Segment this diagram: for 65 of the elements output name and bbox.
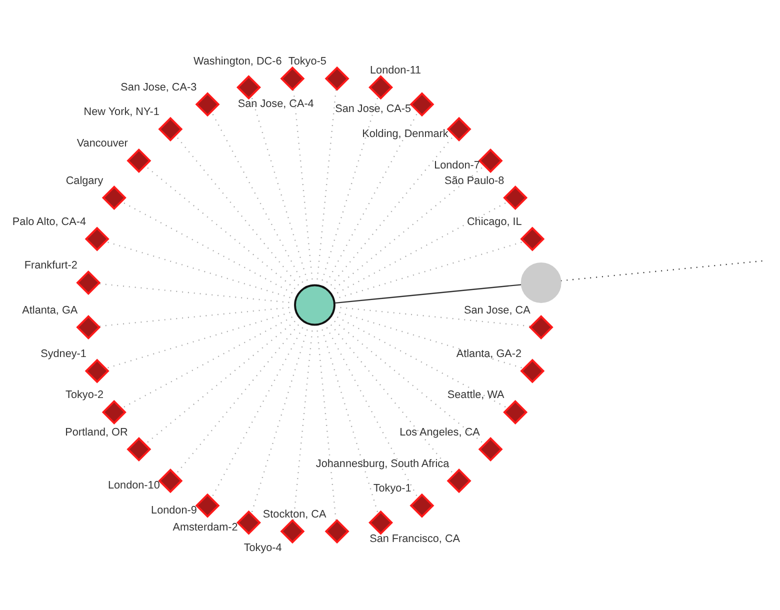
node-diamond (368, 75, 394, 100)
node-diamond (324, 66, 350, 91)
node-label: New York, NY-1 (84, 106, 160, 118)
node-circle (520, 262, 562, 303)
node-diamond (102, 186, 126, 210)
node-diamond (102, 400, 126, 424)
node-label: London-11 (370, 64, 422, 76)
node-diamond (76, 270, 101, 295)
node-label: Tokyo-4 (244, 542, 282, 554)
node-label: Vancouver (76, 138, 128, 150)
node-diamond (195, 493, 220, 518)
node-label: Los Angeles, CA (400, 426, 480, 438)
node-diamond (446, 468, 472, 494)
node-label: San Jose, CA-4 (238, 98, 314, 110)
node-label: San Francisco, CA (370, 533, 460, 546)
node-diamond (236, 75, 261, 100)
node-label: Atlanta, GA-2 (456, 348, 522, 360)
node-diamond (520, 226, 545, 252)
node-diamond (84, 226, 110, 252)
node-label: San Jose, CA-3 (120, 81, 197, 94)
node-diamond (158, 116, 183, 142)
node-label: Palo Alto, CA-4 (12, 216, 86, 228)
node-label: Tokyo-1 (373, 482, 412, 495)
node-label: San Jose, CA (464, 304, 530, 316)
node-label: Johannesburg, South Africa (316, 458, 450, 470)
node-diamond (76, 315, 101, 340)
node-diamond (478, 437, 503, 462)
node-label: San Jose, CA-5 (335, 103, 412, 116)
node-label: Seattle, WA (447, 389, 504, 402)
node-diamond (520, 358, 545, 384)
node-label: London-7 (434, 159, 480, 172)
node-diamond (280, 519, 305, 544)
node-diamond (126, 437, 152, 462)
node-label: Atlanta, GA (22, 304, 78, 316)
node-label: São Paulo-8 (444, 174, 504, 187)
node-diamond (410, 493, 434, 518)
node-label: Portland, OR (65, 426, 128, 438)
node-circle (294, 284, 336, 326)
node-label: London-10 (108, 480, 160, 492)
connector (334, 284, 522, 304)
node-label: London-9 (151, 504, 197, 516)
node-label: Tokyo-2 (66, 389, 104, 402)
node-diamond (503, 186, 528, 210)
node-label: Sydney-1 (40, 348, 86, 360)
node-diamond (503, 400, 528, 424)
node-label: Kolding, Denmark (362, 128, 448, 140)
node-label: Tokyo-5 (288, 56, 326, 68)
node-diamond (478, 148, 503, 173)
node-diamond (158, 468, 183, 494)
node-diamond (236, 510, 261, 535)
node-diamond (410, 92, 434, 117)
node-diamond (528, 315, 554, 340)
node-label: Calgary (66, 174, 104, 187)
node-diamond (126, 148, 152, 173)
node-diamond (195, 92, 220, 117)
node-label: Stockton, CA (262, 508, 326, 520)
node-diamond (446, 116, 472, 142)
node-diamond (368, 510, 394, 535)
node-label: Chicago, IL (466, 216, 522, 228)
node-label: Amsterdam-2 (172, 521, 238, 534)
node-diamond (324, 519, 350, 544)
node-diamond (280, 66, 305, 91)
node-label: Frankfurt-2 (24, 260, 78, 272)
node-diamond (84, 358, 110, 384)
node-label: Washington, DC-6 (194, 56, 282, 68)
